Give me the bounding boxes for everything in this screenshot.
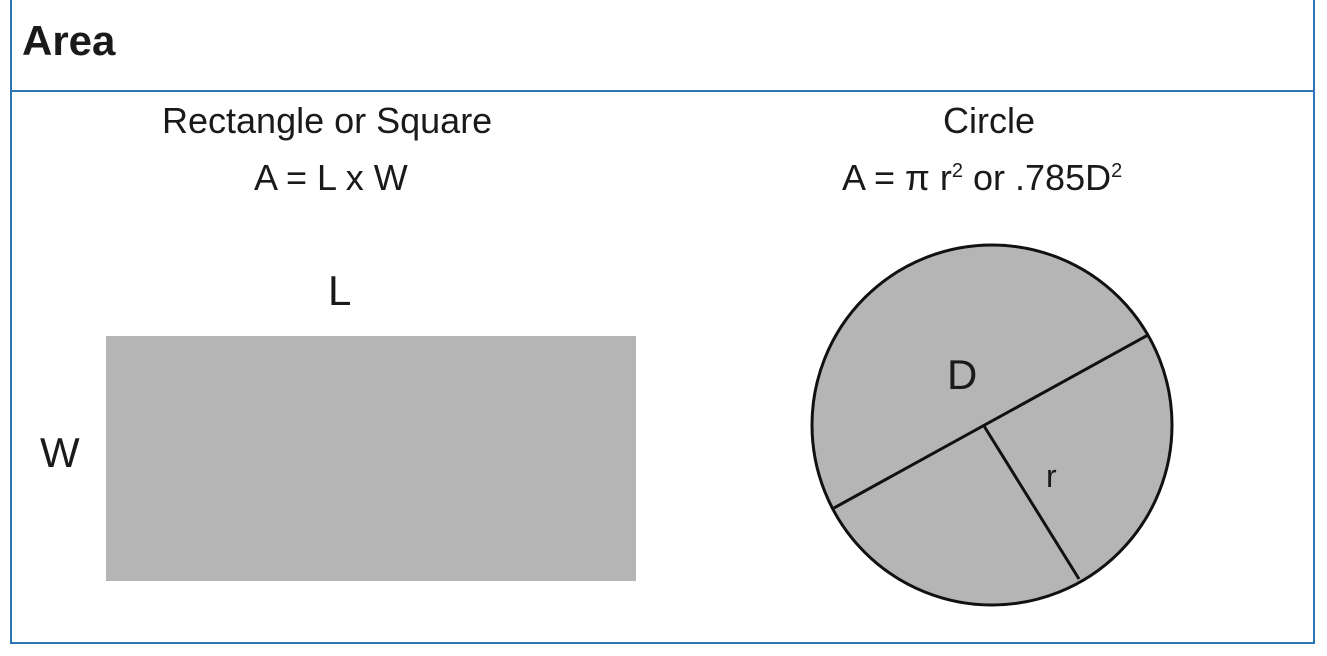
radius-label: r — [1046, 458, 1057, 494]
rectangle-title: Rectangle or Square — [162, 100, 493, 141]
rectangle-formula: A = L x W — [254, 157, 408, 198]
width-label: W — [40, 429, 80, 476]
header-bar: Area — [12, 0, 1313, 92]
circle-shape — [810, 243, 1174, 607]
circle-formula-prefix: A = π r — [842, 157, 952, 198]
circle-formula-exp1: 2 — [951, 160, 964, 182]
length-label: L — [328, 267, 352, 314]
radius-line — [982, 425, 1081, 580]
circle-formula-mid: or .785D — [963, 157, 1112, 198]
circle-diagram — [810, 243, 1174, 607]
diameter-line — [833, 333, 1149, 510]
area-panel: Area Rectangle or Square A = L x W L W C… — [10, 0, 1315, 644]
circle-formula: A = π r2 or .785D2 — [842, 160, 1122, 196]
circle-title: Circle — [943, 100, 1036, 141]
circle-formula-exp2: 2 — [1111, 160, 1123, 182]
page-title: Area — [22, 17, 116, 64]
rectangle-shape — [106, 336, 636, 581]
diameter-label: D — [947, 351, 978, 398]
